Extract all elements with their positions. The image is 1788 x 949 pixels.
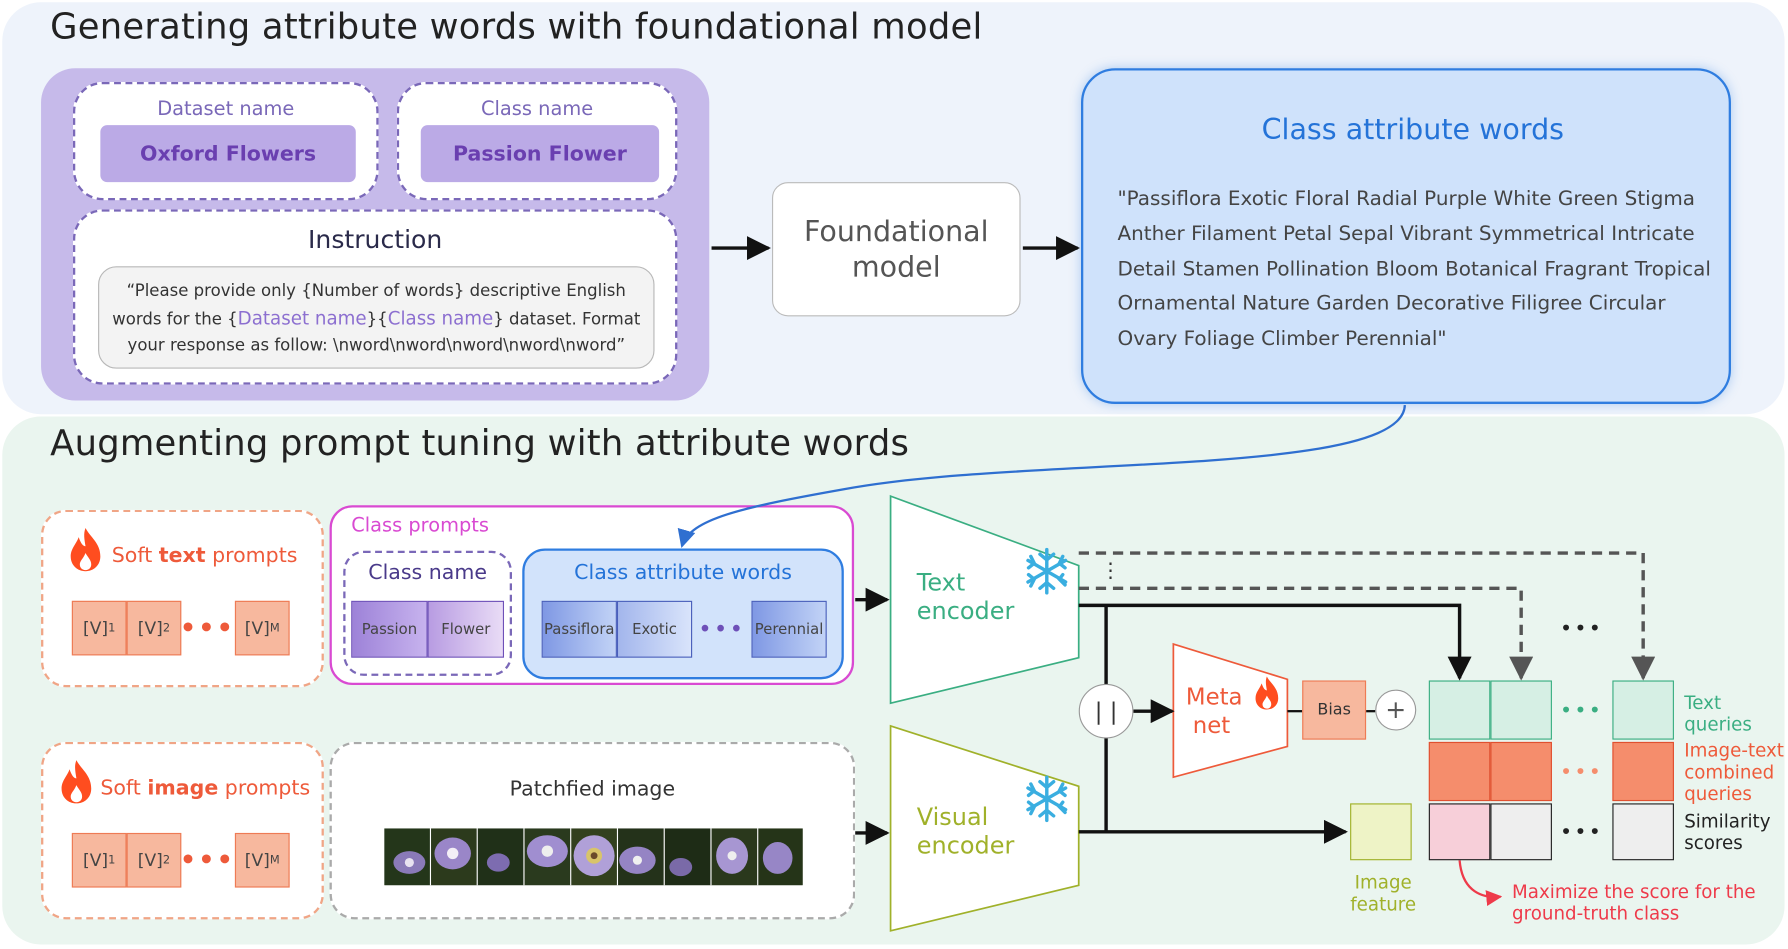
similarity-score-cell bbox=[1612, 803, 1674, 861]
attribute-line: Ovary Foliage Climber Perennial" bbox=[1117, 327, 1447, 351]
text-query-cell bbox=[1428, 680, 1491, 740]
similarity-score-ellipsis: ••• bbox=[1560, 819, 1604, 844]
flame-icon bbox=[66, 526, 105, 582]
text-query-cell bbox=[1612, 680, 1674, 740]
visual-encoder-label: Visual encoder bbox=[916, 803, 1015, 860]
foundational-model-line-2: model bbox=[851, 250, 941, 284]
text-token-2: [V]2 bbox=[126, 600, 182, 656]
attribute-line: Ornamental Nature Garden Decorative Fili… bbox=[1117, 292, 1666, 316]
snowflake-icon bbox=[1022, 546, 1072, 601]
attribute-line: Anther Filament Petal Sepal Vibrant Symm… bbox=[1117, 222, 1695, 246]
visual-encoder-shape bbox=[889, 724, 1080, 932]
text-encoder-shape bbox=[889, 494, 1080, 705]
vertical-ellipsis: ⋮ bbox=[1100, 558, 1121, 583]
attr-token-exotic: Exotic bbox=[616, 600, 693, 658]
class-name-prompt-label: Class name bbox=[368, 560, 487, 585]
similarity-score-cell-groundtruth bbox=[1428, 803, 1491, 861]
instruction-textbox: “Please provide only {Number of words} d… bbox=[98, 266, 655, 369]
combined-query-cell bbox=[1428, 741, 1491, 802]
class-name-token-passion: Passion bbox=[351, 600, 428, 658]
class-attribute-words-panel bbox=[1081, 68, 1731, 404]
image-feature-label: Image feature bbox=[1350, 871, 1417, 915]
combined-query-cell bbox=[1490, 741, 1552, 802]
text-token-ellipsis: ••• bbox=[180, 613, 236, 643]
patchified-image-label: Patchfied image bbox=[509, 776, 676, 801]
class-columns-ellipsis: ••• bbox=[1560, 616, 1604, 641]
soft-text-prompts-label: Soft text prompts bbox=[111, 543, 298, 568]
flower-patches-image bbox=[384, 828, 803, 886]
dataset-name-label: Dataset name bbox=[157, 97, 295, 121]
flame-icon bbox=[57, 758, 96, 814]
attr-token-passiflora: Passiflora bbox=[541, 600, 617, 658]
combined-query-ellipsis: ••• bbox=[1560, 759, 1604, 784]
image-token-2: [V]2 bbox=[126, 832, 182, 888]
meta-net-label: Meta net bbox=[1185, 682, 1243, 739]
soft-image-prompts-card bbox=[41, 741, 324, 920]
class-attribute-words-list: "Passiflora Exotic Floral Radial Purple … bbox=[1117, 182, 1728, 357]
concat-operator: | | bbox=[1078, 683, 1134, 739]
foundational-model-box: Foundational model bbox=[771, 182, 1021, 317]
text-encoder-label: Text encoder bbox=[916, 568, 1015, 625]
bias-box: Bias bbox=[1302, 680, 1367, 740]
soft-image-prompts-label: Soft image prompts bbox=[100, 776, 311, 800]
attr-token-perennial: Perennial bbox=[751, 600, 827, 658]
attribute-line: "Passiflora Exotic Floral Radial Purple … bbox=[1117, 187, 1696, 211]
flame-icon bbox=[1252, 674, 1282, 717]
class-name-token-flower: Flower bbox=[427, 600, 505, 658]
attribute-line: Detail Stamen Pollination Bloom Botanica… bbox=[1117, 257, 1711, 281]
instruction-line-1: “Please provide only {Number of words} d… bbox=[126, 282, 626, 301]
foundational-model-line-1: Foundational bbox=[804, 215, 989, 249]
text-token-1: [V]1 bbox=[71, 600, 127, 656]
text-token-m: [V]M bbox=[234, 600, 290, 656]
legend-text-queries: Text queries bbox=[1684, 691, 1752, 736]
plus-operator: + bbox=[1375, 689, 1417, 731]
similarity-score-cell bbox=[1490, 803, 1552, 861]
class-name-label: Class name bbox=[481, 97, 594, 121]
bottom-section-title: Augmenting prompt tuning with attribute … bbox=[50, 423, 910, 465]
class-name-value: Passion Flower bbox=[420, 125, 660, 183]
meta-net-shape bbox=[1172, 642, 1289, 779]
image-token-1: [V]1 bbox=[71, 832, 127, 888]
instruction-line-3: your response as follow: \nword\nword\nw… bbox=[127, 336, 626, 356]
class-attribute-words-title: Class attribute words bbox=[1261, 112, 1565, 146]
snowflake-icon bbox=[1022, 774, 1072, 829]
text-query-cell bbox=[1490, 680, 1552, 740]
instruction-title: Instruction bbox=[308, 225, 443, 255]
combined-query-cell bbox=[1612, 741, 1674, 802]
instruction-line-2: words for the {Dataset name}{Class name}… bbox=[112, 307, 641, 329]
dataset-name-value: Oxford Flowers bbox=[100, 125, 356, 183]
maximize-score-note: Maximize the score for the ground-truth … bbox=[1512, 880, 1756, 924]
top-section-title: Generating attribute words with foundati… bbox=[50, 6, 983, 48]
image-feature-box bbox=[1350, 803, 1412, 861]
image-token-ellipsis: ••• bbox=[180, 846, 236, 875]
legend-combined-queries: Image-text combined queries bbox=[1684, 739, 1784, 805]
attr-token-ellipsis: ••• bbox=[698, 615, 746, 643]
legend-similarity-scores: Similarity scores bbox=[1684, 810, 1771, 854]
image-token-m: [V]M bbox=[234, 832, 290, 888]
text-query-ellipsis: ••• bbox=[1560, 698, 1604, 722]
class-prompts-label: Class prompts bbox=[351, 514, 489, 538]
class-attribute-prompt-label: Class attribute words bbox=[574, 560, 792, 585]
